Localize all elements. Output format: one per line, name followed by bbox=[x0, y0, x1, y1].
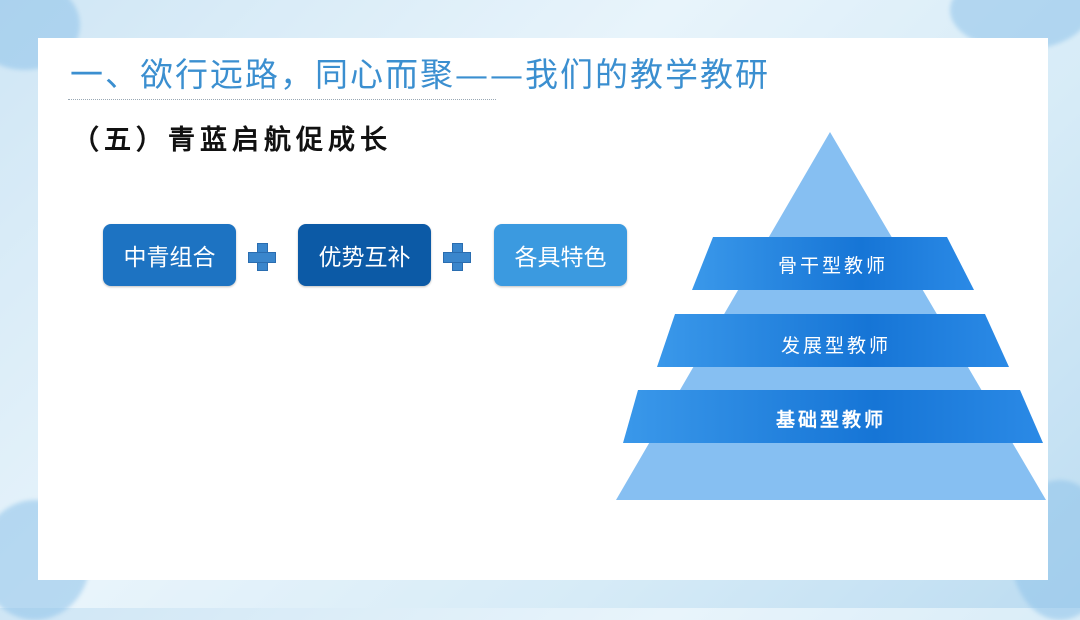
pyramid-band-2 bbox=[657, 314, 1009, 367]
formula-box-1: 中青组合 bbox=[103, 224, 236, 286]
page-title: 一、欲行远路，同心而聚——我们的教学教研 bbox=[70, 55, 770, 94]
level-label-developing: 发展型教师 bbox=[780, 335, 891, 357]
pyramid-band-3 bbox=[623, 390, 1043, 443]
plus-icon bbox=[248, 243, 276, 271]
formula-box-2: 优势互补 bbox=[298, 224, 431, 286]
plus-icon bbox=[443, 243, 471, 271]
title-divider bbox=[68, 99, 496, 100]
pyramid-band-1 bbox=[692, 237, 974, 290]
section-subtitle: （五）青蓝启航促成长 bbox=[72, 125, 392, 156]
level-label-foundation: 基础型教师 bbox=[775, 409, 886, 431]
formula-box-3: 各具特色 bbox=[494, 224, 627, 286]
level-label-backbone: 骨干型教师 bbox=[777, 255, 888, 277]
